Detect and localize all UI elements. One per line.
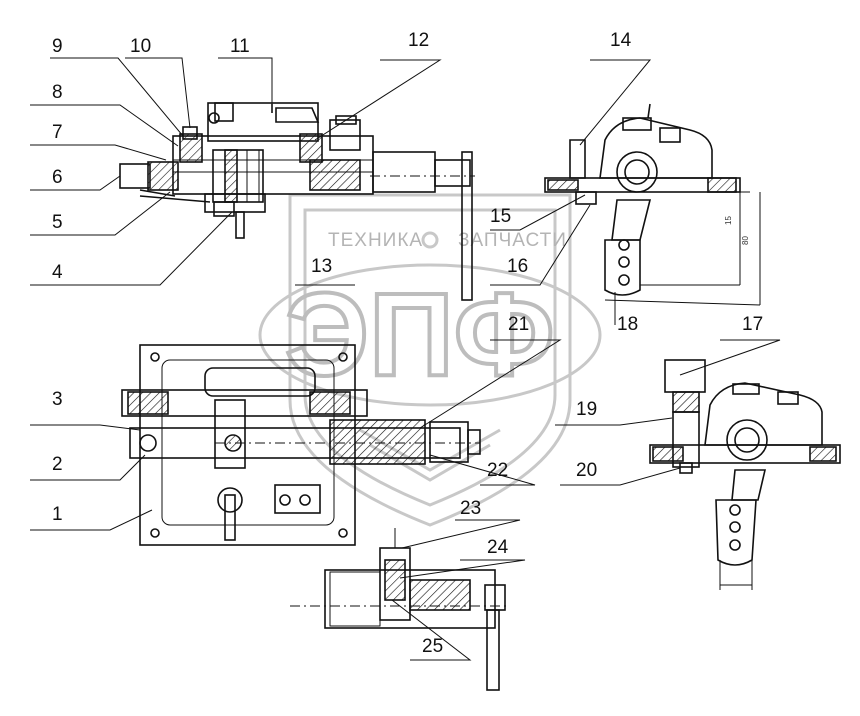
callout-2: 2 — [52, 454, 63, 475]
callout-17: 17 — [742, 314, 763, 335]
watermark-right-text: ЗАПЧАСТИ — [458, 230, 567, 251]
callout-20: 20 — [576, 460, 597, 481]
callout-8: 8 — [52, 82, 63, 103]
callout-1: 1 — [52, 504, 63, 525]
callout-10: 10 — [130, 36, 151, 57]
middle-left-assembly — [121, 344, 481, 546]
top-left-assembly — [119, 102, 475, 301]
callout-21: 21 — [508, 314, 529, 335]
leader-lines — [30, 57, 781, 661]
callout-18: 18 — [617, 314, 638, 335]
callout-23: 23 — [460, 498, 481, 519]
callout-12: 12 — [408, 30, 429, 51]
callout-6: 6 — [52, 167, 63, 188]
callout-19: 19 — [576, 399, 597, 420]
callout-4: 4 — [52, 262, 63, 283]
gear-icon — [421, 231, 439, 249]
callout-numbers: 9 10 11 12 8 7 6 5 4 14 15 16 13 18 21 1… — [52, 30, 763, 657]
callout-25: 25 — [422, 636, 443, 657]
callout-11: 11 — [230, 36, 250, 57]
callout-5: 5 — [52, 212, 63, 233]
callout-15: 15 — [490, 206, 511, 227]
callout-3: 3 — [52, 389, 63, 410]
callout-14: 14 — [610, 30, 632, 51]
dimension-a: 15 — [724, 216, 733, 225]
callout-13: 13 — [311, 256, 332, 277]
middle-right-assembly — [649, 359, 841, 590]
top-right-assembly: 15 80 — [544, 103, 761, 306]
dimension-b: 80 — [741, 236, 750, 245]
callout-9: 9 — [52, 36, 63, 57]
watermark-left-text: ТЕХНИКА — [328, 230, 423, 251]
watermark-logo-text: ЭПФ — [285, 269, 554, 401]
callout-7: 7 — [52, 122, 63, 143]
callout-24: 24 — [487, 537, 509, 558]
callout-16: 16 — [507, 256, 528, 277]
bottom-detail — [290, 528, 510, 691]
callout-22: 22 — [487, 460, 508, 481]
